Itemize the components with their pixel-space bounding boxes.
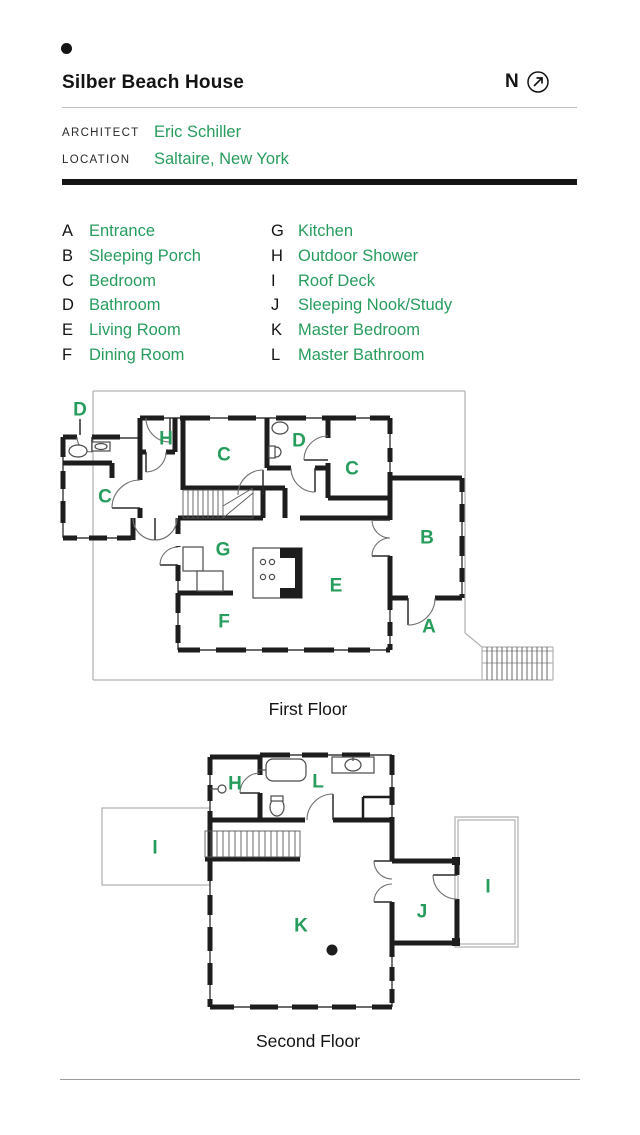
second-floor-labels: H L I I K J xyxy=(152,772,490,937)
legend-letter: I xyxy=(271,271,276,290)
legend-name: Master Bedroom xyxy=(298,321,420,340)
legend-name: Sleeping Nook/Study xyxy=(298,296,453,315)
first-floor-stairs xyxy=(182,487,254,519)
legend-item: C Bedroom xyxy=(62,269,201,294)
legend-name: Dining Room xyxy=(89,345,185,364)
north-arrow-icon xyxy=(526,71,549,93)
first-floor-windows xyxy=(62,417,463,651)
second-floor-stairs xyxy=(204,830,301,858)
legend-name: Roof Deck xyxy=(298,271,376,290)
legend-name: Master Bathroom xyxy=(298,345,425,364)
legend-item: K Master Bedroom xyxy=(271,318,452,343)
first-floor-fixtures xyxy=(68,421,303,599)
room-label-entrance: A xyxy=(422,617,436,638)
second-floor-fixtures xyxy=(210,756,375,956)
first-floor-labels: D H C D C C B G E F A xyxy=(73,400,436,638)
legend-name: Sleeping Porch xyxy=(89,246,201,265)
room-label-bedroom-left: C xyxy=(98,487,112,508)
location-name: Saltaire, New York xyxy=(154,150,289,168)
legend-column-right: G Kitchen H Outdoor Shower I Roof Deck J Sle… xyxy=(271,219,452,368)
legend-letter: K xyxy=(271,321,283,340)
second-floor-plan: H L I I K J xyxy=(101,752,519,1010)
second-floor-doors xyxy=(239,772,458,903)
legend-item: A Entrance xyxy=(62,219,201,244)
room-label-sleeping-nook: J xyxy=(417,902,428,923)
legend-letter: B xyxy=(62,246,74,265)
legend-item: H Outdoor Shower xyxy=(271,244,452,269)
room-label-bedroom-right: C xyxy=(345,459,359,480)
header-divider xyxy=(62,107,577,108)
second-floor-walls xyxy=(205,752,460,1010)
second-floor-caption: Second Floor xyxy=(255,1031,361,1051)
room-label-bathroom-outer: D xyxy=(73,400,87,421)
page-title: Silber Beach House xyxy=(62,72,245,93)
room-label-roof-deck-left: I xyxy=(152,838,157,859)
room-label-master-bedroom: K xyxy=(294,916,308,937)
location-label: LOCATION xyxy=(62,154,131,166)
legend-letter: L xyxy=(271,345,281,364)
legend-name: Kitchen xyxy=(298,222,354,240)
first-floor-caption: First Floor xyxy=(268,699,348,719)
legend-name: Bathroom xyxy=(89,296,161,315)
section-divider-bar xyxy=(62,179,577,185)
first-floor-walls xyxy=(60,415,465,653)
legend-letter: A xyxy=(62,222,74,240)
legend-item: G Kitchen xyxy=(271,219,452,244)
legend-letter: F xyxy=(62,345,73,364)
legend-name: Bedroom xyxy=(89,271,156,290)
legend-name: Entrance xyxy=(89,222,156,240)
legend-item: D Bathroom xyxy=(62,293,201,318)
first-floor-plan: D H C D C C B G E F A xyxy=(60,390,554,681)
legend-letter: D xyxy=(62,296,74,315)
room-label-roof-deck-right: I xyxy=(485,877,490,898)
legend-letter: E xyxy=(62,321,74,340)
legend-item: B Sleeping Porch xyxy=(62,244,201,269)
legend-letter: J xyxy=(271,296,280,315)
room-label-outdoor-shower-2: H xyxy=(228,774,242,795)
first-floor-doors xyxy=(76,417,436,626)
room-label-master-bathroom: L xyxy=(312,772,324,793)
legend-letter: H xyxy=(271,246,283,265)
room-label-outdoor-shower: H xyxy=(159,429,173,450)
legend-item: E Living Room xyxy=(62,318,201,343)
legend-name: Living Room xyxy=(89,321,181,340)
north-compass: N xyxy=(505,70,550,94)
bottom-divider xyxy=(60,1079,580,1080)
legend-item: I Roof Deck xyxy=(271,269,452,294)
north-label: N xyxy=(505,71,519,92)
room-label-bedroom-mid: C xyxy=(217,445,231,466)
legend-letter: C xyxy=(62,271,74,290)
legend-item: F Dining Room xyxy=(62,343,201,368)
architect-label: ARCHITECT xyxy=(62,127,140,139)
room-label-dining-room: F xyxy=(218,612,230,633)
legend-letter: G xyxy=(271,222,284,240)
legend-item: L Master Bathroom xyxy=(271,343,452,368)
room-label-bathroom-mid: D xyxy=(292,431,306,452)
legend-column-left: A Entrance B Sleeping Porch C Bedroom D Bath… xyxy=(62,219,201,368)
architect-name: Eric Schiller xyxy=(154,123,242,141)
legend-item: J Sleeping Nook/Study xyxy=(271,293,452,318)
room-label-kitchen: G xyxy=(216,540,231,561)
room-label-sleeping-porch: B xyxy=(420,528,434,549)
legend-name: Outdoor Shower xyxy=(298,246,419,265)
bullet-dot xyxy=(61,43,72,54)
room-label-living-room: E xyxy=(330,576,343,597)
